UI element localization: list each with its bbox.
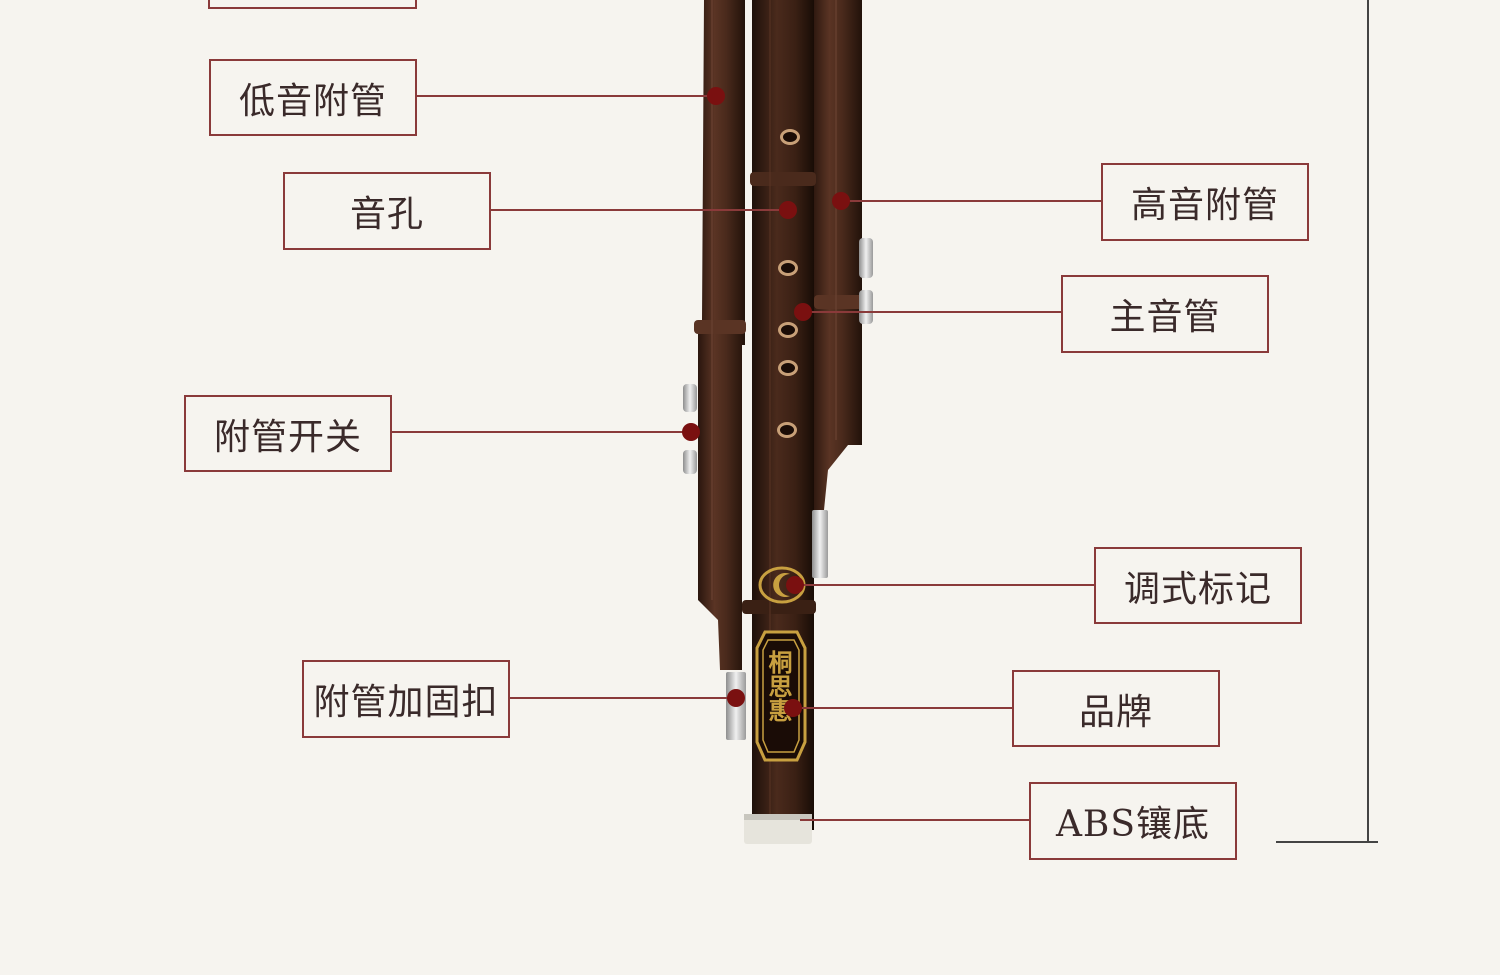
label-treble-pipe: 高音附管 [1101,163,1309,241]
label-tone-hole: 音孔 [283,172,491,250]
leader-pipe-clamp [509,697,736,699]
dot-pipe-clamp [727,689,745,707]
dot-key-mark [786,576,804,594]
leader-treble-pipe [841,200,1102,202]
dot-treble-pipe [832,192,850,210]
dot-bass-pipe [707,87,725,105]
label-pipe-switch: 附管开关 [184,395,392,472]
label-bass-pipe: 低音附管 [209,59,417,136]
treble-side-pipe [812,0,866,510]
label-pipe-clamp: 附管加固扣 [302,660,510,738]
dot-pipe-switch [682,423,700,441]
dot-tone-hole [779,201,797,219]
dot-brand [784,699,802,717]
right-bracket [1276,0,1378,842]
leader-brand [793,707,1013,709]
label-abs-base: ABS镶底 [1029,782,1237,860]
partial-label-box [209,0,416,8]
dot-main-pipe [794,303,812,321]
label-main-pipe: 主音管 [1061,275,1269,353]
leader-bass-pipe [416,95,716,97]
leader-key-mark [795,584,1095,586]
label-brand: 品牌 [1012,670,1220,747]
leader-abs-base [800,819,1030,821]
label-key-mark: 调式标记 [1094,547,1302,624]
leader-tone-hole [490,209,788,211]
leader-pipe-switch [391,431,691,433]
leader-main-pipe [803,311,1062,313]
